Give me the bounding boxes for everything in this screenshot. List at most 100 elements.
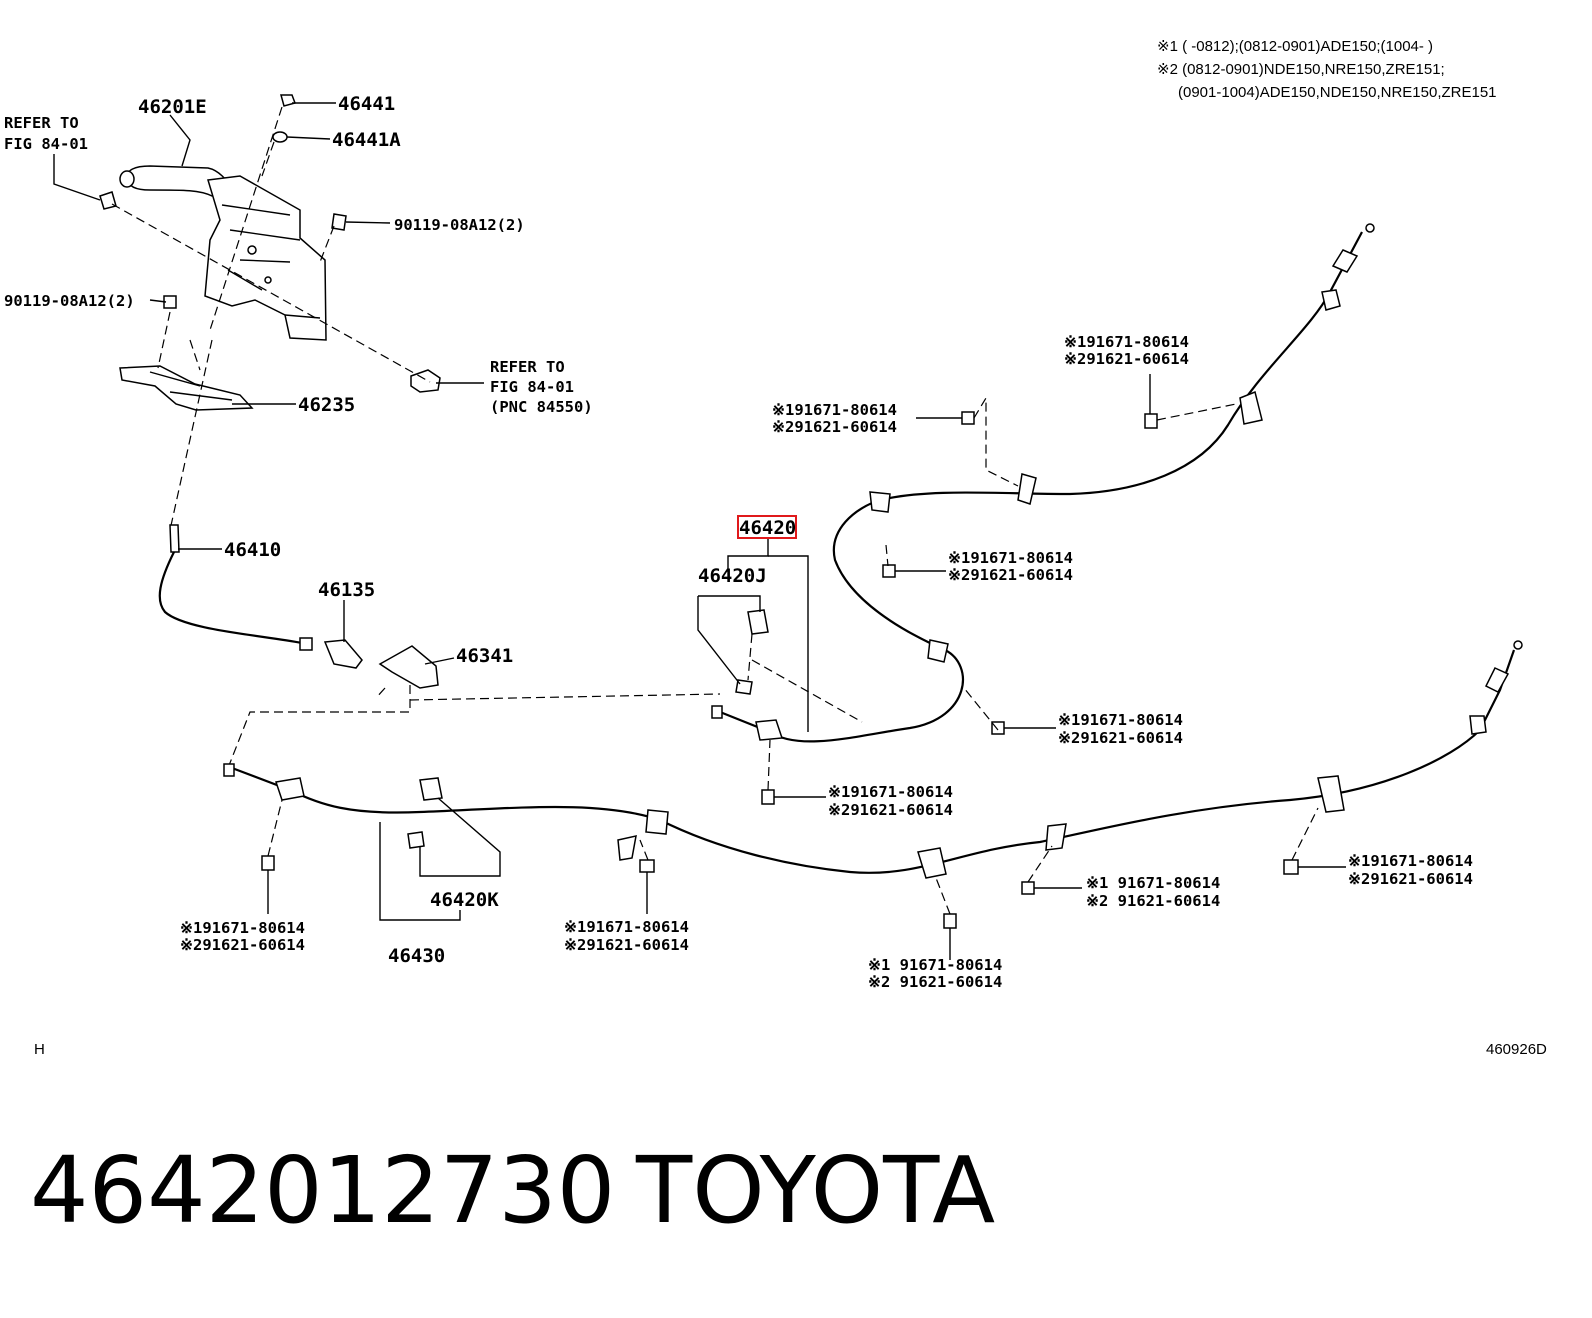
- cable-46430-boot: [1484, 667, 1510, 693]
- part-number: 4642012730: [30, 1137, 615, 1244]
- dash-bolts-46430: [267, 799, 1319, 915]
- bolt-46420-d: [991, 721, 1005, 735]
- cable-46430-clamp-3: [917, 847, 947, 879]
- bolt-callout-4a: ※191671-80614: [1058, 711, 1183, 729]
- cable-46430-tip: [1513, 640, 1523, 650]
- dash-bolts-46420: [767, 395, 1237, 791]
- bolt-callout-9a: ※1 91671-80614: [1086, 874, 1220, 892]
- bolt-callout-6b: ※291621-60614: [1348, 870, 1473, 888]
- label-bolt-90119-left: 90119-08A12(2): [4, 292, 135, 310]
- dash-46341: [375, 687, 386, 699]
- leader-lines: [53, 102, 1346, 960]
- dash-to-46420: [409, 693, 721, 701]
- lever-body: [204, 175, 327, 341]
- bolt-46430-e: [1283, 859, 1299, 875]
- bolt-46420-b: [961, 411, 975, 425]
- note-line-1: ※1 ( -0812);(0812-0901)ADE150;(1004- ): [1157, 38, 1433, 55]
- label-46201E: 46201E: [138, 96, 207, 118]
- lever-grip-button: [119, 170, 135, 188]
- lever-pivot-2: [264, 276, 272, 284]
- label-refer-fig-1b: FIG 84-01: [4, 135, 88, 153]
- bolt-callout-9b: ※2 91621-60614: [1086, 892, 1220, 910]
- label-bolt-90119-right: 90119-08A12(2): [394, 216, 525, 234]
- bolt-callout-2a: ※191671-80614: [772, 401, 897, 419]
- clip-refer-84550: [410, 369, 441, 393]
- cable-46430-clamp-2: [1045, 823, 1067, 851]
- cable-46420-line: [719, 291, 1331, 743]
- clip-46420K-lower: [407, 831, 425, 849]
- bolt-46420-a: [1144, 413, 1158, 429]
- bolt-46430-d: [1021, 881, 1035, 895]
- bolt-callouts: ※191671-80614 ※291621-60614 ※191671-8061…: [180, 333, 1473, 991]
- label-refer-fig-2b: FIG 84-01: [490, 378, 574, 396]
- part-46441A-washer: [272, 131, 288, 143]
- label-46235: 46235: [298, 394, 355, 416]
- footer-figure-code: 460926D: [1486, 1041, 1547, 1058]
- cable-46430-rod: [1479, 649, 1516, 731]
- label-refer-fig-1a: REFER TO: [4, 114, 79, 132]
- note-line-2: ※2 (0812-0901)NDE150,NRE150,ZRE151;: [1157, 61, 1445, 78]
- bolt-callout-10a: ※1 91671-80614: [868, 956, 1002, 974]
- equalizer-46135: [323, 639, 363, 669]
- note-line-3: (0901-1004)ADE150,NDE150,NRE150,ZRE151: [1178, 84, 1497, 101]
- clip-46420J-upper: [747, 609, 769, 635]
- label-46341: 46341: [456, 645, 513, 667]
- label-46135: 46135: [318, 579, 375, 601]
- bolt-callout-3a: ※191671-80614: [948, 549, 1073, 567]
- cable-46430-clamp-1: [1317, 775, 1345, 813]
- bolt-callout-8a: ※191671-80614: [564, 918, 689, 936]
- cable-46430-end: [223, 763, 235, 777]
- bracket-detail: [149, 371, 233, 401]
- label-refer-fig-2a: REFER TO: [490, 358, 565, 376]
- label-46420J: 46420J: [698, 565, 767, 587]
- bolt-callout-7a: ※191671-80614: [180, 919, 305, 937]
- footer: H 460926D 4642012730 TOYOTA: [30, 1041, 1547, 1244]
- bolt-left-lower: [163, 295, 177, 309]
- label-46420K: 46420K: [430, 889, 499, 911]
- bolt-callout-8b: ※291621-60614: [564, 936, 689, 954]
- cable-46430-front-fitting: [275, 777, 305, 801]
- front-cable-46410: [158, 524, 721, 769]
- bolt-callout-1a: ※191671-80614: [1064, 333, 1189, 351]
- bolt-46430-c: [943, 913, 957, 929]
- label-46441A: 46441A: [332, 129, 401, 151]
- cable-46410-end: [299, 637, 313, 651]
- bolt-callout-1b: ※291621-60614: [1064, 350, 1189, 368]
- bolt-callout-7b: ※291621-60614: [180, 936, 305, 954]
- footer-left-code: H: [34, 1041, 45, 1058]
- bolt-callout-4b: ※291621-60614: [1058, 729, 1183, 747]
- bolt-callout-2b: ※291621-60614: [772, 418, 897, 436]
- cable-46420-clamp-1: [1239, 390, 1263, 425]
- cable-46420-end: [711, 705, 723, 719]
- cable-46420-boot: [1331, 249, 1359, 273]
- brand-name: TOYOTA: [635, 1137, 995, 1244]
- bolt-46420-c: [882, 564, 896, 578]
- cable-46410-end-rod: [169, 524, 180, 553]
- equalizer-cover-46341: [378, 645, 439, 689]
- bolt-callout-5b: ※291621-60614: [828, 801, 953, 819]
- label-46441: 46441: [338, 93, 395, 115]
- dash-to-rear-cable: [227, 685, 411, 769]
- lever-detail-lines: [221, 204, 321, 319]
- part-labels: 46201E 46441 46441A REFER TO FIG 84-01 9…: [4, 93, 797, 967]
- label-46420-highlighted: 46420: [739, 517, 796, 539]
- bolt-46430-a: [261, 855, 275, 871]
- cable-46430-fitting: [1469, 715, 1487, 735]
- applicability-notes: ※1 ( -0812);(0812-0901)ADE150;(1004- ) ※…: [1157, 38, 1497, 101]
- cable-46420-clamp-2: [1017, 473, 1037, 505]
- part-46441-nut: [280, 94, 296, 107]
- lever-pivot: [247, 245, 257, 255]
- cable-46410-line: [158, 551, 303, 645]
- cable-46420-fitting: [1321, 289, 1341, 311]
- bolt-callout-10b: ※2 91621-60614: [868, 973, 1002, 991]
- rear-cable-46420: [711, 223, 1375, 805]
- cable-46420-clamp-4: [927, 639, 949, 663]
- cable-46430-line: [231, 729, 1481, 874]
- cable-46430-bracket: [617, 835, 637, 861]
- cable-46420-front-fitting: [755, 719, 784, 741]
- bolt-right-upper: [331, 213, 347, 231]
- label-46430: 46430: [388, 945, 445, 967]
- bolt-46430-b: [639, 859, 655, 873]
- rear-cable-46430: [223, 640, 1523, 929]
